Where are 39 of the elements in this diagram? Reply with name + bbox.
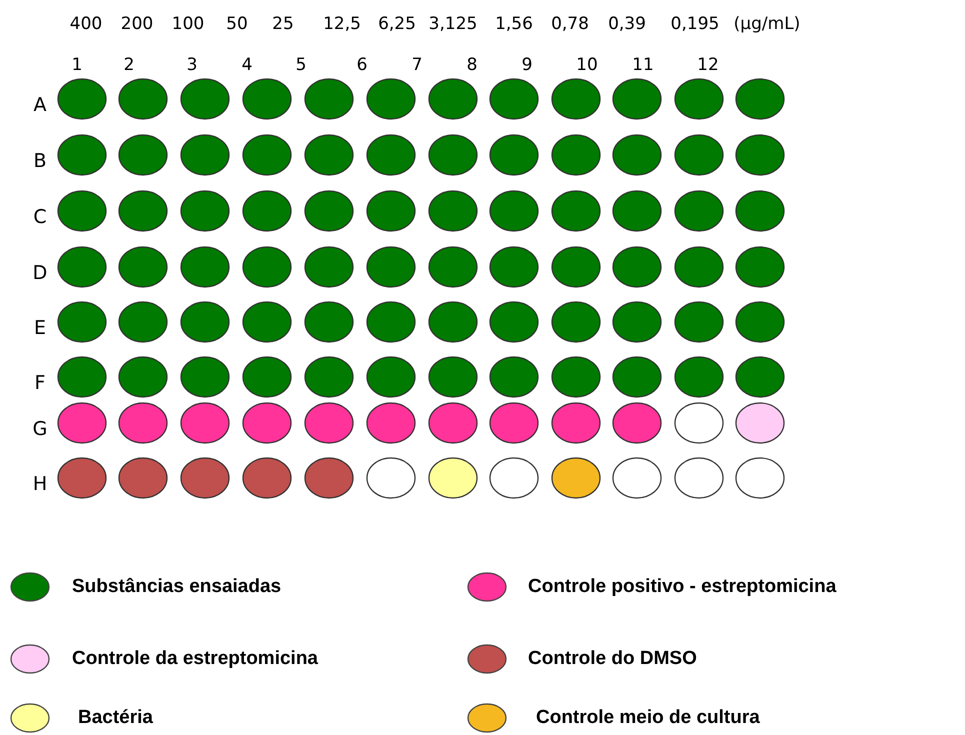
column-number: 7	[412, 55, 422, 75]
column-number: 12	[697, 55, 719, 75]
concentration-label: 0,39	[608, 14, 646, 34]
row-letter: G	[32, 418, 48, 440]
concentration-label: 400	[70, 14, 102, 34]
concentration-label: 1,56	[495, 14, 533, 34]
column-number: 5	[296, 55, 306, 75]
row-letter: D	[32, 262, 48, 284]
concentration-label: 0,78	[551, 14, 589, 34]
row-letter: C	[33, 206, 47, 228]
legend-text: Controle do DMSO	[528, 648, 697, 670]
column-number: 8	[466, 55, 478, 75]
legend-text: Controle meio de cultura	[536, 707, 760, 729]
row-letter: F	[34, 372, 46, 394]
column-number: 2	[124, 55, 134, 75]
concentration-label: 200	[120, 14, 154, 34]
legend-text: Controle positivo - estreptomicina	[528, 576, 836, 598]
concentration-label: (μg/mL)	[734, 14, 800, 34]
row-letter: A	[34, 94, 46, 116]
column-number: 4	[242, 55, 252, 75]
row-letter: E	[34, 317, 46, 339]
row-letter: H	[32, 473, 48, 495]
concentration-label: 50	[226, 14, 248, 34]
concentration-label: 25	[272, 14, 294, 34]
legend-text: Controle da estreptomicina	[72, 648, 318, 670]
concentration-label: 0,195	[670, 14, 720, 34]
concentration-label: 12,5	[323, 14, 361, 34]
legend-text: Bactéria	[78, 707, 153, 729]
concentration-label: 6,25	[378, 14, 416, 34]
column-number: 3	[186, 55, 198, 75]
row-letter: B	[33, 150, 47, 172]
legend-text: Substâncias ensaiadas	[72, 576, 282, 598]
column-number: 1	[72, 55, 82, 75]
column-number: 9	[522, 55, 532, 75]
concentration-label: 3,125	[428, 14, 478, 34]
column-number: 11	[632, 55, 654, 75]
column-number: 10	[576, 55, 598, 75]
column-number: 6	[356, 55, 368, 75]
concentration-label: 100	[172, 14, 204, 34]
